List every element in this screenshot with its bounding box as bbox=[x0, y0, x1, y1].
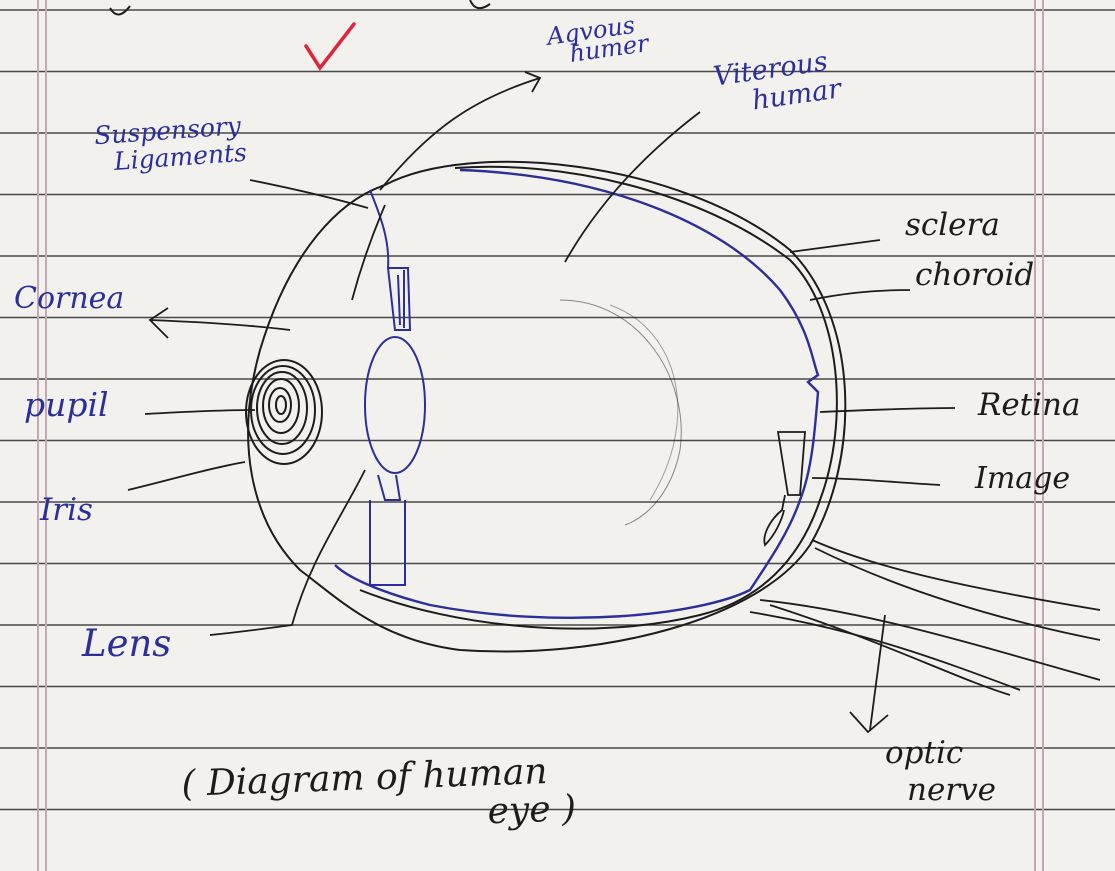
label-cornea: Cornea bbox=[14, 284, 124, 314]
sclera-outline bbox=[248, 162, 845, 652]
anterior-structures bbox=[365, 190, 425, 585]
diagram-caption: ( Diagram of human eye ) bbox=[181, 753, 577, 841]
label-suspensory-ligaments: Suspensory Ligaments bbox=[93, 113, 247, 175]
label-lens: Lens bbox=[82, 625, 171, 662]
label-retina: Retina bbox=[978, 390, 1081, 421]
choroid-outline bbox=[360, 167, 837, 629]
lens-shape bbox=[365, 337, 425, 473]
eyeball bbox=[248, 162, 845, 652]
retina-image bbox=[764, 432, 805, 545]
label-choroid: choroid bbox=[915, 260, 1034, 291]
caption-line-2: eye ) bbox=[487, 791, 577, 830]
label-pupil: pupil bbox=[24, 388, 109, 421]
top-scribble bbox=[110, 0, 490, 15]
label-image: Image bbox=[975, 464, 1070, 494]
label-iris: Iris bbox=[40, 495, 93, 526]
red-checkmark-icon bbox=[302, 18, 362, 74]
pupil-iris bbox=[246, 360, 322, 464]
label-optic-nerve: optic nerve bbox=[885, 738, 996, 806]
retina-layer bbox=[335, 170, 818, 618]
label-sclera: sclera bbox=[905, 210, 1000, 241]
